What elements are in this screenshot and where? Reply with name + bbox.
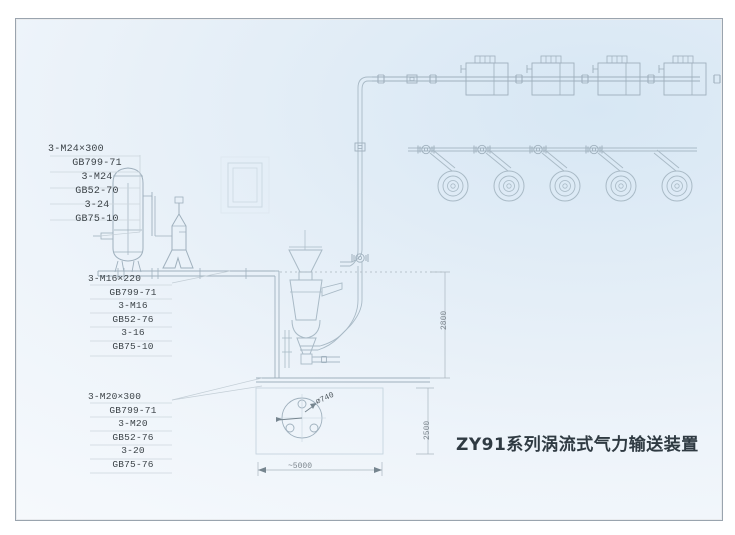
silo-plan-1: [437, 170, 469, 202]
spec-row: GB52-70: [75, 186, 119, 197]
silo-plan-2: [493, 170, 525, 202]
silo-elevation-3: [592, 55, 641, 96]
leader-lines: [99, 155, 263, 401]
spec-row: 3-M16: [118, 300, 148, 311]
spec-row: 3-16: [121, 327, 145, 338]
label-box-rules: [50, 155, 172, 474]
silo-elevation-2: [526, 55, 575, 96]
dimension-lines: [257, 271, 450, 476]
spec-row: 3-M20×300: [88, 391, 142, 402]
spec-row: GB75-10: [75, 214, 119, 225]
lower-floor-line: [256, 377, 430, 383]
dimension-height-upper: 2800: [440, 310, 449, 330]
vortex-pump-feeder: [282, 230, 343, 368]
silo-plan-4: [605, 170, 637, 202]
spec-row: GB52-76: [112, 431, 154, 443]
control-panel-cabinet: [220, 156, 270, 214]
silo-elevation-row: [372, 55, 721, 96]
silo-elevation-4: [658, 55, 707, 96]
spec-row: GB75-76: [112, 458, 154, 470]
equipment-platform: [97, 268, 280, 378]
spec-row: GB52-76: [112, 313, 154, 325]
spec-row: 3-M16×220: [88, 273, 142, 284]
silo-elevation-1: [460, 55, 509, 96]
conveying-pipeline-riser: [300, 76, 372, 351]
spec-row: GB799-71: [72, 158, 122, 169]
foundation-anchor-spec: 3-M20×300 GB799-71 3-M20 GB52-76 3-20 GB…: [88, 390, 178, 471]
conical-filter-vessel: [155, 196, 194, 269]
vertical-air-receiver-tank: [93, 167, 156, 273]
spec-row: GB799-71: [109, 286, 157, 298]
spec-row: 3-M20: [118, 418, 148, 429]
spec-row: 3-24: [84, 200, 110, 211]
base-plan-detail: [255, 387, 384, 455]
spec-row: 3-20: [121, 445, 145, 456]
dimension-width-overall: ~5000: [288, 462, 313, 471]
spec-row: GB799-71: [109, 404, 157, 416]
spec-row: 3-M24: [81, 172, 113, 183]
silo-plan-5: [661, 170, 693, 202]
riser-valve-upper: [354, 142, 366, 152]
silo-plan-row: [408, 144, 697, 202]
platform-anchor-spec: 3-M16×220 GB799-71 3-M16 GB52-76 3-16 GB…: [88, 272, 178, 353]
drawing-frame: [15, 18, 723, 521]
riser-valve-lower: [351, 253, 369, 263]
spec-row: GB75-10: [112, 340, 154, 352]
air-receiver-anchor-spec: 3-M24×300 GB799-71 3-M24 GB52-70 3-24 GB…: [48, 143, 146, 227]
spec-row: 3-M24×300: [48, 144, 104, 155]
drawing-title: ZY91系列涡流式气力输送装置: [456, 435, 699, 455]
dimension-height-lower: 2500: [423, 420, 432, 440]
silo-plan-3: [549, 170, 581, 202]
